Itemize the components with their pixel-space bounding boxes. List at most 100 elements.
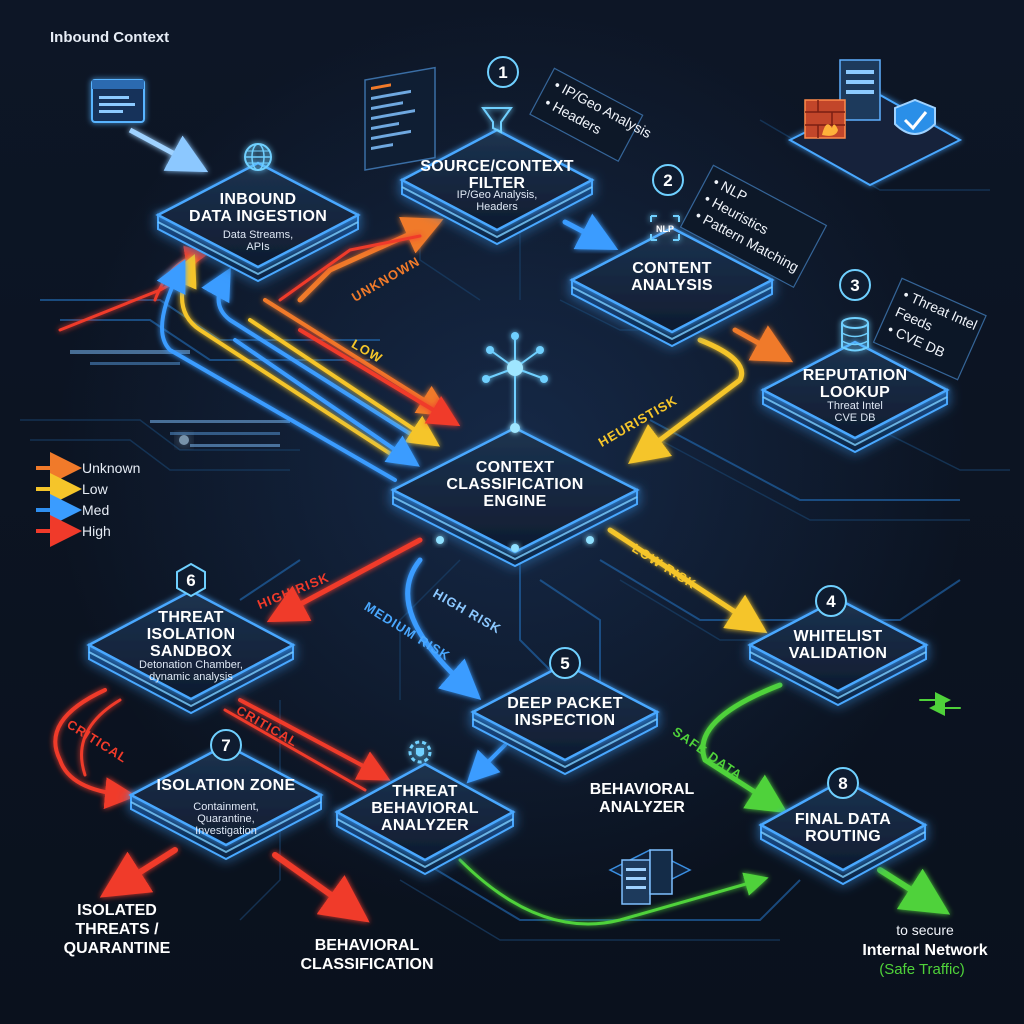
network-hub-icon (482, 332, 548, 433)
engine-title-2: ENGINE (483, 493, 546, 510)
nlp-icon-text: NLP (656, 224, 674, 234)
isolation-step-number: 7 (221, 736, 230, 755)
sandbox-step-badge: 6 (176, 562, 206, 598)
isolation-subtitle-1: Quarantine, (197, 813, 254, 825)
inbound-arrow (128, 127, 209, 173)
filter-side-note: • IP/Geo Analysis• Headers (529, 67, 654, 163)
legend-med: Med (82, 502, 109, 518)
content-node (569, 226, 775, 348)
nlp-icon: NLP (650, 215, 680, 241)
quarantine-output-2: QUARANTINE (64, 940, 171, 957)
routing-step-number: 8 (838, 774, 847, 793)
sandbox-subtitle-0: Detonation Chamber, (139, 659, 243, 671)
legend-unknown: Unknown (82, 460, 140, 476)
behavioral-analyzer-label-1: ANALYZER (599, 799, 685, 816)
content-title-0: CONTENT (632, 260, 711, 277)
whitelist-step-number: 4 (826, 592, 836, 611)
firewall-server-icon (787, 59, 963, 187)
ingestion-subtitle-0: Data Streams, (223, 229, 293, 241)
content-side-note: • NLP• Heuristics• Pattern Matching (679, 164, 828, 289)
filter-node (399, 128, 595, 246)
reputation-step-badge: 3 (839, 269, 871, 301)
content-step-badge: 2 (652, 164, 684, 196)
gear-shield-icon (408, 740, 432, 764)
ingestion-subtitle-1: APIs (246, 241, 270, 253)
isolation-title-0: ISOLATION ZONE (156, 777, 295, 794)
dpi-title-1: INSPECTION (515, 712, 616, 729)
behavioral-classification-output-1: CLASSIFICATION (300, 956, 433, 973)
funnel-icon (481, 107, 513, 134)
globe-icon (244, 143, 272, 171)
reputation-subtitle-1: CVE DB (835, 412, 876, 424)
circuit-traces (20, 119, 1010, 941)
whitelist-step-badge: 4 (815, 585, 847, 617)
routing-title-1: ROUTING (805, 828, 881, 845)
routing-title-0: FINAL DATA (795, 811, 891, 828)
code-panel-icon (364, 66, 436, 171)
engine-title-0: CONTEXT (476, 459, 555, 476)
sandbox-step-number: 6 (186, 571, 195, 590)
whitelist-title-0: WHITELIST (794, 628, 883, 645)
whitelist-title-1: VALIDATION (789, 645, 887, 662)
behavioral-node (334, 762, 516, 876)
filter-step-number: 1 (498, 63, 507, 82)
filter-title-0: SOURCE/CONTEXT (420, 158, 574, 175)
dpi-node (470, 662, 660, 776)
dpi-step-number: 5 (560, 654, 569, 673)
behavioral-title-0: THREAT (392, 783, 458, 800)
filter-subtitle-0: IP/Geo Analysis, (457, 189, 538, 201)
engine-light-1 (511, 544, 519, 552)
behavioral-title-1: BEHAVIORAL (371, 800, 479, 817)
server-icon (608, 849, 692, 905)
isolation-step-badge: 7 (210, 729, 242, 761)
reputation-step-number: 3 (850, 276, 859, 295)
flow-label-unknown: UNKNOWN (349, 254, 423, 305)
isolation-subtitle-2: Investigation (195, 825, 257, 837)
legend: Unknown Low Med High (36, 452, 140, 547)
behavioral-analyzer-label-0: BEHAVIORAL (590, 781, 695, 798)
data-streaks (70, 350, 290, 447)
ingestion-node (155, 161, 361, 283)
content-step-number: 2 (663, 171, 672, 190)
ingestion-title-1: DATA INGESTION (189, 208, 327, 225)
quarantine-output-0: ISOLATED (77, 902, 157, 919)
flow-label-heuristic: HEURISTISK (596, 392, 680, 449)
content-title-1: ANALYSIS (631, 277, 713, 294)
sandbox-title-1: ISOLATION (147, 626, 236, 643)
dpi-step-badge: 5 (549, 647, 581, 679)
ingestion-title-0: INBOUND (220, 191, 297, 208)
flow-label-critical-1: CRITICAL (64, 717, 130, 766)
database-icon (841, 317, 869, 352)
sandbox-node (86, 589, 296, 715)
isolation-node (128, 743, 324, 861)
browser-window-icon (91, 79, 145, 123)
sandbox-title-2: SANDBOX (150, 643, 232, 660)
legend-high: High (82, 523, 111, 539)
behavioral-title-2: ANALYZER (381, 817, 469, 834)
filter-subtitle-1: Headers (476, 201, 518, 213)
secure-output-1: Internal Network (862, 942, 987, 959)
whitelist-node (747, 597, 929, 707)
filter-step-badge: 1 (487, 56, 519, 88)
isolation-subtitle-0: Containment, (193, 801, 258, 813)
behavioral-classification-output-0: BEHAVIORAL (315, 937, 420, 954)
quarantine-output-1: THREATS / (75, 921, 159, 938)
sandbox-title-0: THREAT (158, 609, 224, 626)
engine-light-2 (586, 536, 594, 544)
engine-light-0 (436, 536, 444, 544)
corner-title: Inbound Context (50, 29, 169, 46)
secure-output-sub: (Safe Traffic) (879, 961, 965, 978)
sandbox-subtitle-1: dynamic analysis (149, 671, 233, 683)
routing-node (758, 778, 928, 886)
reputation-title-0: REPUTATION (803, 367, 908, 384)
dpi-title-0: DEEP PACKET (507, 695, 623, 712)
flow-label-high-risk_2: HIGH RISK (431, 586, 504, 637)
reputation-subtitle-0: Threat Intel (827, 400, 883, 412)
reputation-title-1: LOOKUP (820, 384, 890, 401)
filter-title-1: FILTER (469, 175, 526, 192)
engine-title-1: CLASSIFICATION (446, 476, 583, 493)
routing-step-badge: 8 (827, 767, 859, 799)
secure-output-0: to secure (896, 922, 954, 938)
legend-low: Low (82, 481, 109, 497)
